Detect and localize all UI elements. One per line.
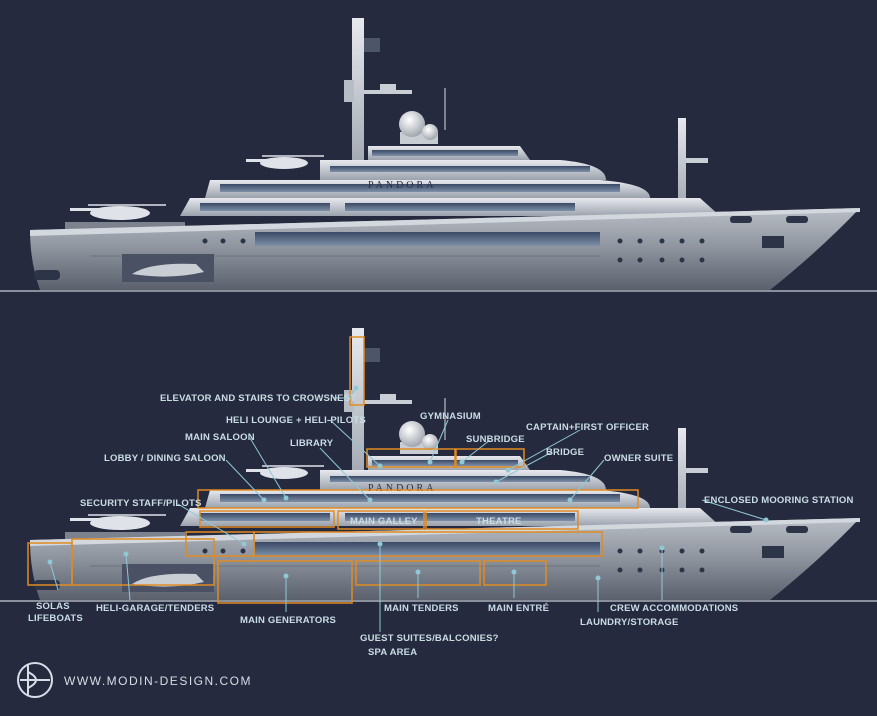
callout-dots <box>47 385 769 581</box>
label-main-generators: MAIN GENERATORS <box>240 615 336 626</box>
label-main-entre: MAIN ENTRÉ <box>488 603 549 614</box>
label-heli-garage: HELI-GARAGE/TENDERS <box>96 603 214 614</box>
label-guest-suites: GUEST SUITES/BALCONIES? <box>360 633 499 644</box>
label-sunbridge: SUNBRIDGE <box>466 434 525 445</box>
label-enclosed-mooring: ENCLOSED MOORING STATION <box>704 495 854 506</box>
box-guest-suites <box>253 531 603 557</box>
label-main-galley: MAIN GALLEY <box>350 516 418 527</box>
box-generators <box>217 560 353 604</box>
yacht-name-top: PANDORA <box>368 180 436 191</box>
yacht-name-bottom: PANDORA <box>368 483 436 494</box>
label-heli-lounge: HELI LOUNGE + HELI-PILOTS <box>226 415 366 426</box>
labels: ELEVATOR AND STAIRS TO CROWSNEST HELI LO… <box>28 393 854 658</box>
yacht-profile-annotated: PANDORA <box>0 327 877 602</box>
label-crew: CREW ACCOMMODATIONS <box>610 603 738 614</box>
label-spa: SPA AREA <box>368 647 417 658</box>
modin-design-logo-icon <box>17 662 53 698</box>
label-gymnasium: GYMNASIUM <box>420 411 481 422</box>
website-link[interactable]: WWW.MODIN-DESIGN.COM <box>64 674 252 688</box>
label-lobby: LOBBY / DINING SALOON <box>104 453 226 464</box>
label-main-saloon: MAIN SALOON <box>185 432 255 443</box>
box-main-galley <box>337 510 425 530</box>
label-owner-suite: OWNER SUITE <box>604 453 673 464</box>
callout-lines <box>49 387 767 632</box>
highlight-boxes <box>27 336 639 604</box>
box-lobby <box>199 510 335 528</box>
box-sunbridge <box>366 448 456 468</box>
label-laundry: LAUNDRY/STORAGE <box>580 617 679 628</box>
box-owner-deck <box>197 489 639 509</box>
label-elevator: ELEVATOR AND STAIRS TO CROWSNEST <box>160 393 356 404</box>
box-elevator <box>349 336 365 406</box>
box-main-entre <box>483 560 547 586</box>
label-theatre: THEATRE <box>476 516 522 527</box>
label-solas: SOLAS <box>36 601 70 612</box>
label-bridge: BRIDGE <box>546 447 584 458</box>
yacht-profile-top: PANDORA <box>0 17 877 292</box>
label-lifeboats: LIFEBOATS <box>28 613 83 624</box>
label-security: SECURITY STAFF/PILOTS <box>80 498 202 509</box>
label-main-tenders: MAIN TENDERS <box>384 603 459 614</box>
label-library: LIBRARY <box>290 438 334 449</box>
box-bridge-upper <box>455 448 525 468</box>
label-captain: CAPTAIN+FIRST OFFICER <box>526 422 649 433</box>
box-heli-garage <box>71 538 215 586</box>
box-theatre <box>425 510 579 530</box>
